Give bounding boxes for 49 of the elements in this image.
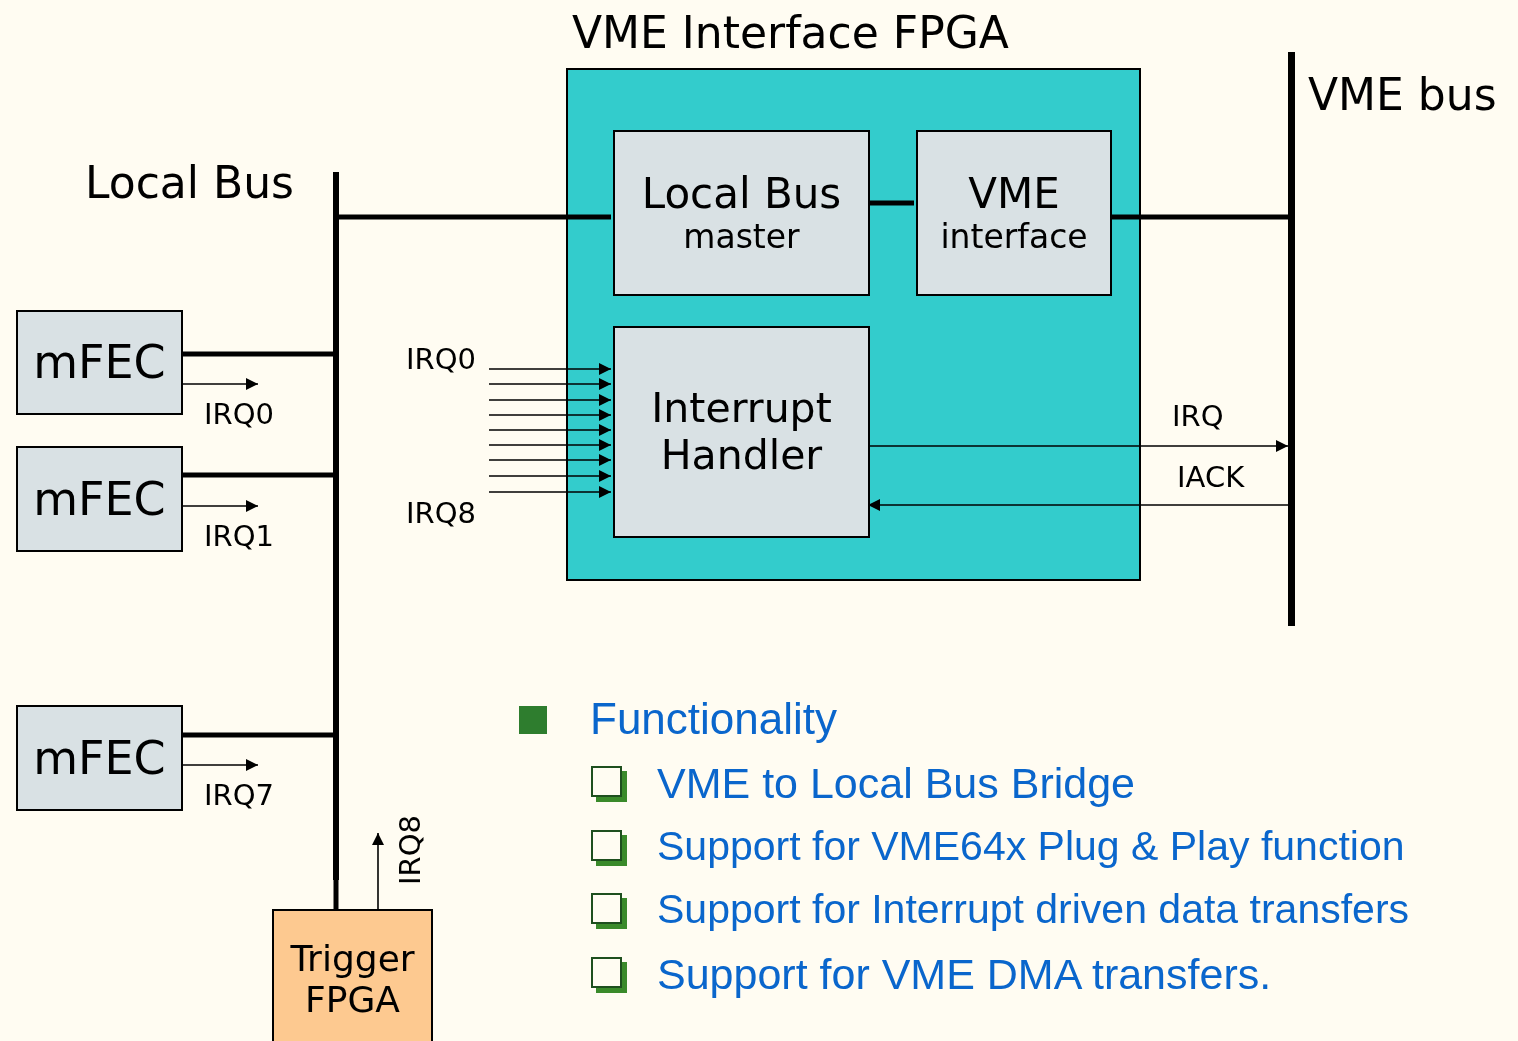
bus-label: Local Bus [85, 158, 295, 209]
box-label: master [683, 218, 800, 257]
process-box [272, 909, 433, 1041]
list-item: VME to Local Bus Bridge [657, 762, 1136, 805]
list-item: Support for VME DMA transfers. [657, 953, 1272, 996]
process-box [613, 326, 870, 538]
list-item: Support for VME64x Plug & Play function [657, 826, 1405, 867]
box-label: mFEC [33, 336, 166, 389]
list-heading: Functionality [590, 697, 837, 741]
signal-arrow [488, 470, 612, 482]
bus-connection-line [183, 472, 333, 478]
bus-label: VME bus [1308, 70, 1497, 121]
signal-arrow [488, 454, 612, 466]
box-label: Local Bus [641, 169, 842, 219]
edge-label: IRQ0 [406, 345, 476, 374]
edge-label: IRQ8 [396, 815, 425, 885]
signal-arrow [488, 486, 612, 498]
bus-connection-line [183, 351, 333, 357]
signal-arrow [488, 409, 612, 421]
process-box [613, 130, 870, 296]
box-label: mFEC [33, 731, 166, 785]
signal-arrow [372, 832, 384, 910]
process-box [16, 705, 183, 811]
signal-arrow [182, 500, 259, 512]
bus-connection-line [333, 880, 339, 909]
block-title: VME Interface FPGA [572, 8, 1009, 59]
box-label: mFEC [33, 472, 166, 526]
process-box [16, 310, 183, 415]
box-label: VME [968, 169, 1060, 219]
signal-arrow [488, 378, 612, 390]
edge-label: IRQ [1172, 402, 1224, 431]
signal-arrow [488, 394, 612, 406]
signal-arrow [182, 759, 259, 771]
signal-arrow [182, 378, 259, 390]
box-label: Interrupt Handler [650, 384, 833, 480]
bus-connection-line [339, 214, 611, 220]
list-item: Support for Interrupt driven data transfers [657, 889, 1410, 930]
edge-label: IRQ8 [406, 499, 476, 528]
process-box [16, 446, 183, 552]
signal-arrow [488, 439, 612, 451]
signal-arrow [488, 363, 612, 375]
box-label: Trigger FPGA [289, 937, 416, 1021]
box-label: interface [940, 218, 1088, 257]
edge-label: IRQ0 [204, 400, 274, 429]
edge-label: IRQ7 [204, 781, 274, 810]
edge-label: IRQ1 [204, 522, 274, 551]
signal-arrow [488, 424, 612, 436]
bus-connection-line [183, 732, 333, 738]
process-box [916, 130, 1112, 296]
